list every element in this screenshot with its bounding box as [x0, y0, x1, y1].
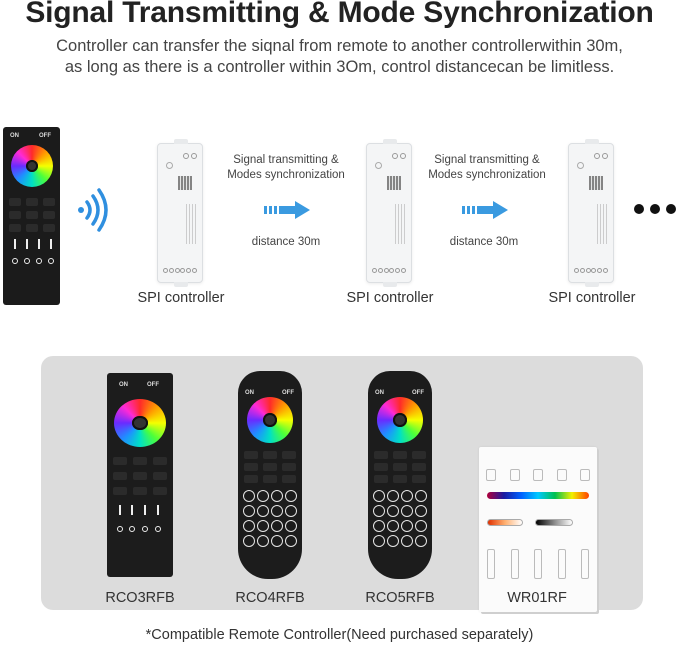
rgb-slider	[487, 492, 589, 499]
color-wheel-icon	[114, 399, 166, 447]
compatible-remotes-panel: ON OFF RCO3RFB ON OFF RCO4RFB ON OFF	[41, 356, 643, 612]
button-row	[9, 224, 55, 232]
button-row	[9, 198, 55, 206]
link-caption-2: Signal transmitting & Modes synchronizat…	[428, 154, 546, 181]
zone-slider	[50, 239, 52, 249]
button-row	[9, 211, 55, 219]
on-label: ON	[119, 382, 128, 388]
link-caption-1: Signal transmitting & Modes synchronizat…	[227, 154, 345, 181]
remote-rco4rfb-image: ON OFF	[238, 371, 302, 579]
on-label: ON	[10, 133, 19, 139]
off-label: OFF	[412, 390, 424, 396]
source-remote-image: ON OFF	[3, 127, 60, 305]
spi-controller-image-2	[366, 139, 412, 287]
remote-rco5rfb-image: ON OFF	[368, 371, 432, 579]
zone-button-grid	[243, 490, 297, 547]
wireless-signal-icon	[78, 188, 108, 232]
on-label: ON	[245, 390, 254, 396]
off-label: OFF	[147, 382, 159, 388]
brightness-slider	[535, 519, 573, 526]
wall-panel-wr01rf-image	[479, 447, 597, 612]
arrow-right-icon	[462, 201, 508, 219]
link-distance-1: distance 30m	[251, 236, 321, 248]
zone-slider	[38, 239, 40, 249]
link-distance-2: distance 30m	[449, 236, 519, 248]
zone-button	[36, 258, 42, 264]
page-title: Signal Transmitting & Mode Synchronizati…	[25, 0, 654, 29]
on-label: ON	[375, 390, 384, 396]
zone-button	[48, 258, 54, 264]
subtitle-line-1: Controller can transfer the siqnal from …	[56, 37, 623, 55]
color-wheel-icon	[377, 397, 423, 443]
spi-controller-image-3	[568, 139, 614, 287]
page-subtitle: Controller can transfer the siqnal from …	[0, 36, 679, 78]
controller-label-2: SPI controller	[346, 290, 434, 306]
model-label-wr01rf: WR01RF	[507, 590, 567, 606]
subtitle-line-2: as long as there is a controller within …	[64, 58, 615, 76]
model-label-rco4rfb: RCO4RFB	[235, 590, 305, 606]
footnote: *Compatible Remote Controller(Need purch…	[145, 627, 534, 643]
zone-button	[12, 258, 18, 264]
model-label-rco5rfb: RCO5RFB	[365, 590, 435, 606]
warm-white-slider	[487, 519, 523, 526]
off-label: OFF	[282, 390, 294, 396]
qr-code-icon	[589, 176, 603, 190]
controller-label-3: SPI controller	[548, 290, 636, 306]
ellipsis-icon	[634, 204, 676, 214]
model-label-rco3rfb: RCO3RFB	[105, 590, 175, 606]
spi-controller-image-1	[157, 139, 203, 287]
color-wheel-icon	[11, 145, 53, 187]
arrow-right-icon	[264, 201, 310, 219]
remote-rco3rfb-image: ON OFF	[107, 373, 173, 577]
qr-code-icon	[387, 176, 401, 190]
off-label: OFF	[39, 133, 51, 139]
color-wheel-icon	[247, 397, 293, 443]
controller-label-1: SPI controller	[137, 290, 225, 306]
zone-slider	[26, 239, 28, 249]
qr-code-icon	[178, 176, 192, 190]
zone-button-grid	[373, 490, 427, 547]
zone-button	[24, 258, 30, 264]
zone-slider	[14, 239, 16, 249]
